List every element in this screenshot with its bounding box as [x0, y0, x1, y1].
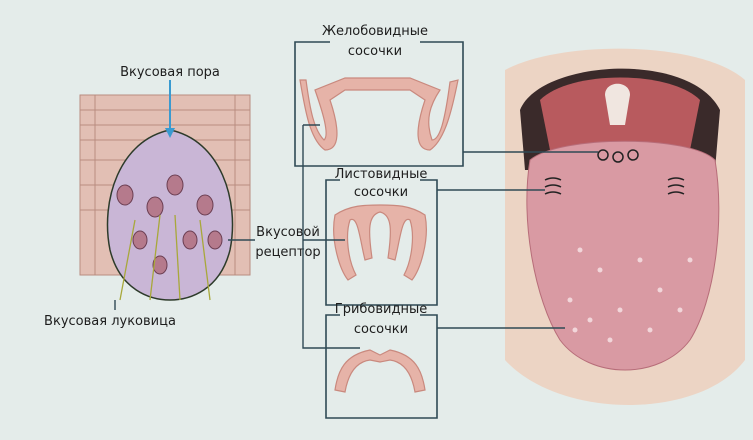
foliate-box: [325, 179, 438, 306]
foliate-papilla: [333, 204, 427, 281]
circumvallate-papilla: [299, 77, 459, 151]
label-fungiform-2: сосочки: [354, 322, 408, 337]
label-foliate-1: Листовидные: [335, 167, 428, 182]
fungiform-box: [325, 314, 438, 419]
label-circumvallate-1: Желобовидные: [322, 24, 428, 39]
taste-bud-illustration: [79, 80, 255, 310]
tongue-illustration: [505, 48, 745, 406]
label-receptor-1: Вкусовой: [256, 225, 320, 240]
label-circumvallate-2: сосочки: [348, 44, 402, 59]
receptor-connectors: [302, 124, 360, 349]
label-taste-bud: Вкусовая луковица: [44, 314, 176, 329]
label-receptor-2: рецептор: [255, 245, 320, 260]
fungiform-papilla: [334, 349, 426, 393]
label-fungiform-1: Грибовидные: [335, 302, 427, 317]
label-foliate-2: сосочки: [354, 185, 408, 200]
label-taste-pore: Вкусовая пора: [120, 65, 220, 80]
circumvallate-box: [294, 41, 464, 167]
